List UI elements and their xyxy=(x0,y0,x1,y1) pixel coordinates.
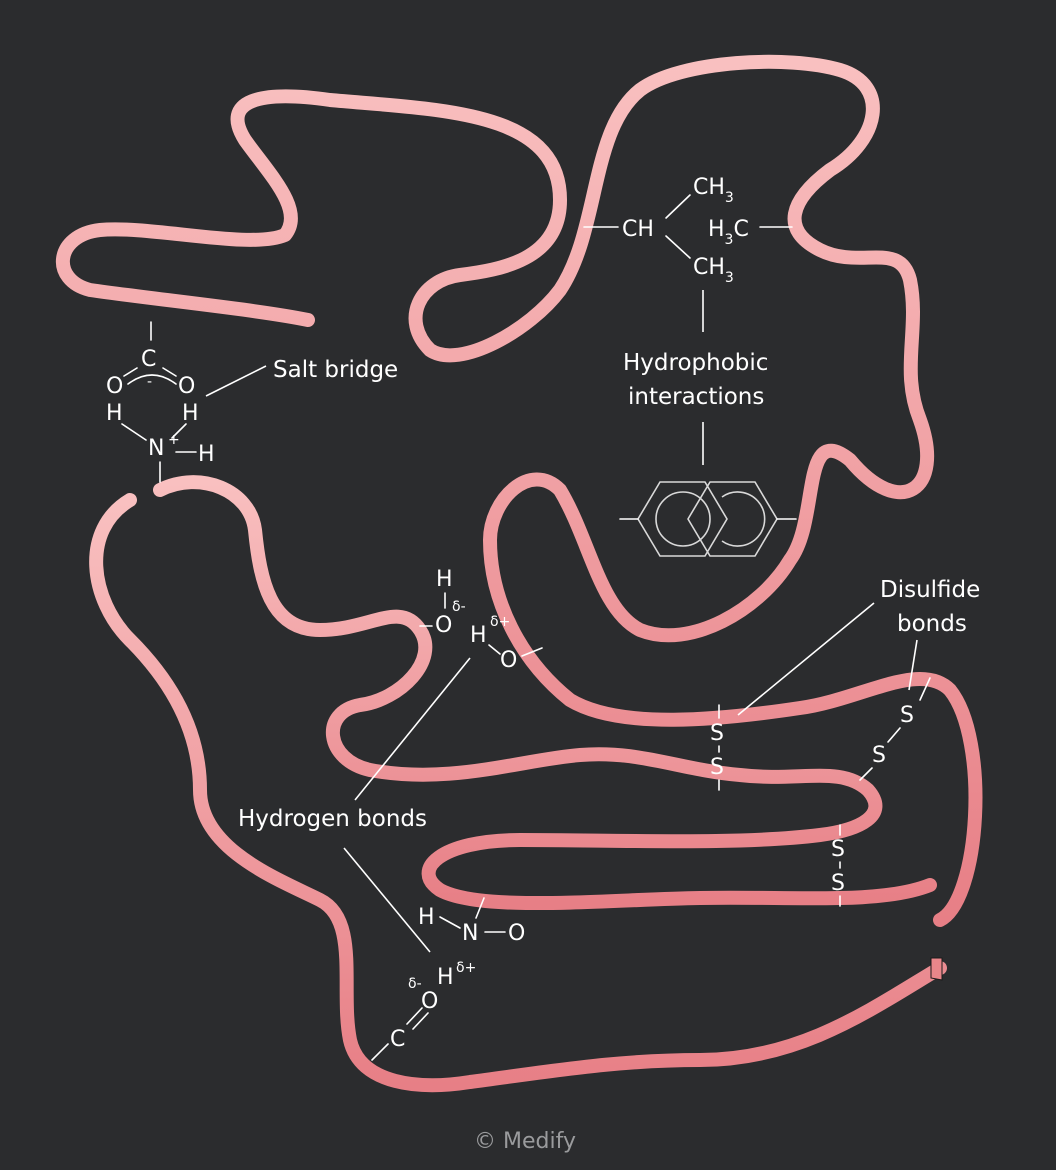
salt-o-left: O xyxy=(106,374,123,399)
salt-minus-charge: - xyxy=(147,374,152,390)
salt-h-right: H xyxy=(182,401,199,426)
hbond4-delta-plus: δ+ xyxy=(456,960,476,976)
hbond4-c: C xyxy=(390,1027,405,1052)
disulfide-label-line2: bonds xyxy=(897,611,967,637)
hydrophobic-label-line1: Hydrophobic xyxy=(623,350,768,376)
hbond4-h: H xyxy=(437,965,454,990)
hbond4-delta-minus: δ- xyxy=(408,976,422,992)
disulfide1-s-top: S xyxy=(710,721,724,746)
hbond2-delta-plus: δ+ xyxy=(490,614,510,630)
hbond4-o: O xyxy=(421,989,438,1014)
hbond1-h: H xyxy=(436,567,453,592)
h3c-group: H3C xyxy=(708,217,749,248)
hydrophobic-label-line2: interactions xyxy=(628,384,764,410)
hydrophobic-group: CH CH3 CH3 H3C Hydrophobic interactions xyxy=(583,175,797,557)
disulfide2-s-top: S xyxy=(900,703,914,728)
protein-ribbon xyxy=(56,54,983,1093)
disulfide3-s-top: S xyxy=(831,837,845,862)
salt-bridge-group: C - O O H H N + H Salt bridge xyxy=(106,321,398,483)
disulfide2-s-bottom: S xyxy=(872,743,886,768)
hbond2-o: O xyxy=(500,648,517,673)
disulfide3-s-bottom: S xyxy=(831,871,845,896)
ch3-top: CH3 xyxy=(693,175,734,206)
salt-n-atom: N xyxy=(148,436,164,461)
disulfide-label-line1: Disulfide xyxy=(880,577,980,603)
benzene-ring-left xyxy=(637,481,728,557)
ribbon-end-cap xyxy=(930,957,943,981)
hbond3-n: N xyxy=(462,921,478,946)
hydrogen-bonds-label: Hydrogen bonds xyxy=(238,806,427,832)
ch-atom: CH xyxy=(622,217,654,242)
hydrogen-bonds-group: H δ- O H δ+ O Hydrogen bonds H N O H δ+ … xyxy=(238,567,543,1061)
hbond1-delta-minus: δ- xyxy=(452,599,466,615)
hbond2-h: H xyxy=(470,623,487,648)
hbond3-o: O xyxy=(508,921,525,946)
salt-bridge-label: Salt bridge xyxy=(273,357,398,383)
hbond1-o: O xyxy=(435,613,452,638)
copyright-text: © Medify xyxy=(474,1129,576,1154)
hbond3-h-top: H xyxy=(418,905,435,930)
salt-h-bottom: H xyxy=(198,442,215,467)
salt-plus-charge: + xyxy=(168,432,180,448)
salt-o-right: O xyxy=(178,374,195,399)
salt-h-left: H xyxy=(106,401,123,426)
disulfide-bonds-group: Disulfide bonds S S S S S S xyxy=(710,577,980,907)
benzene-ring-right xyxy=(687,481,778,557)
salt-c-atom: C xyxy=(141,347,156,372)
ch3-bottom: CH3 xyxy=(693,255,734,286)
disulfide1-s-bottom: S xyxy=(710,755,724,780)
